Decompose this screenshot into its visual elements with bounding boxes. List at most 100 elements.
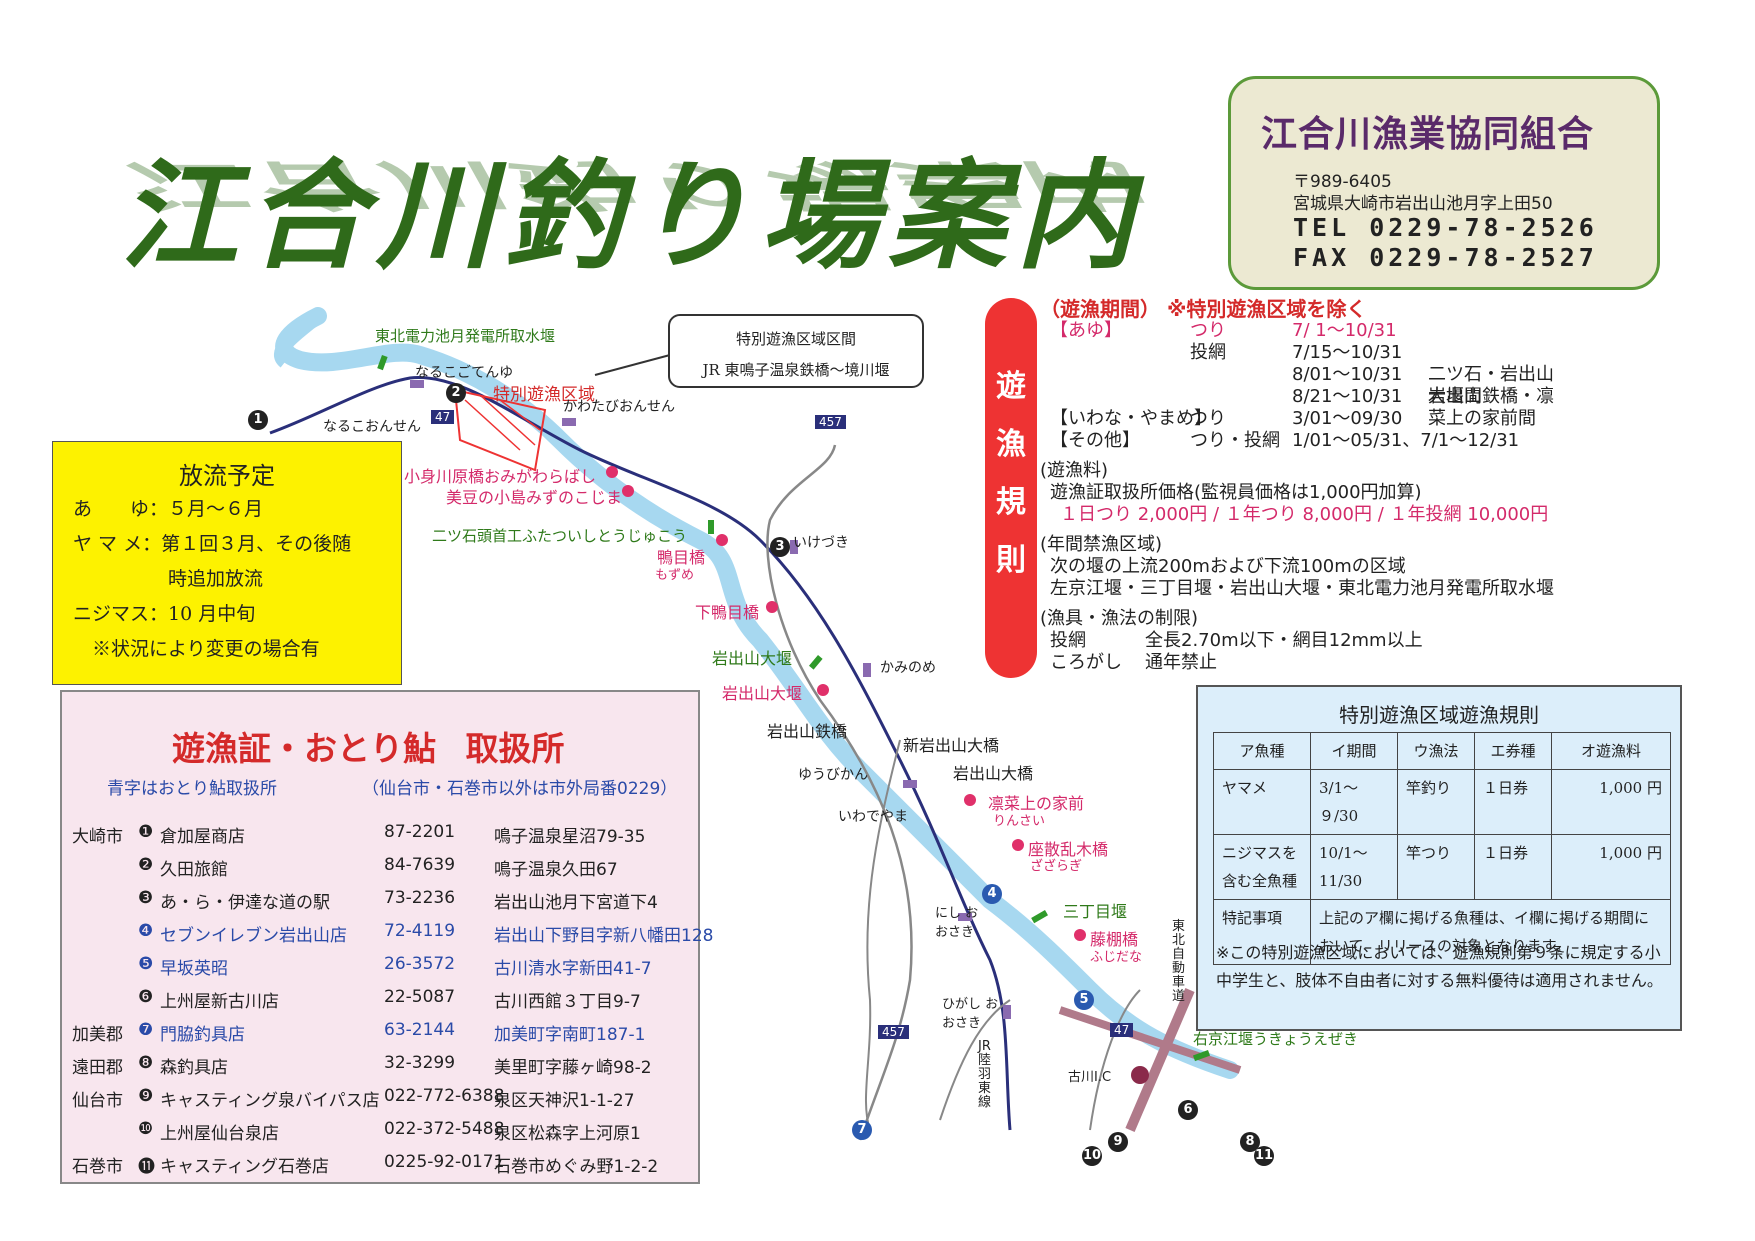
- label-narukoonsen: なるこおんせん: [323, 419, 421, 435]
- bridge-mizunokojima: [622, 485, 634, 497]
- shop-sub-left: 青字はおとり鮎取扱所: [107, 779, 277, 799]
- label-fujitana-kana: ふじだな: [1090, 950, 1143, 965]
- table-header-row: ア魚種 イ期間 ウ漁法 エ券種 オ遊漁料: [1213, 732, 1671, 770]
- shop-name: 久田旅館: [160, 860, 228, 880]
- cell-species: ニジマスを含む全魚種: [1213, 834, 1311, 900]
- shop-number: ❿: [138, 1119, 154, 1139]
- release-header: 放流予定: [179, 462, 275, 490]
- cell-period: 3/1～９/30: [1310, 769, 1398, 835]
- shop-area: 遠田郡: [72, 1058, 123, 1078]
- marker-shop-8: 8: [1240, 1132, 1260, 1152]
- station-kawatabi: [562, 418, 576, 426]
- station-narukogoten: [410, 380, 424, 388]
- table-row: 特記事項 上記のア欄に掲げる魚種は、イ欄に掲げる期間において、リリースの対象とな…: [1213, 899, 1671, 965]
- station-markers: [410, 380, 1011, 1019]
- rules-tab-char-3: 規: [996, 485, 1026, 520]
- road-sw: [939, 989, 1141, 1131]
- rules-tab-char-1: 遊: [996, 369, 1026, 404]
- special-zone-rules: 特別遊漁区域遊漁規則 ア魚種 イ期間 ウ漁法 エ券種 オ遊漁料 ヤマメ 3/1～…: [1196, 685, 1682, 1031]
- bridge-mozume: [716, 534, 728, 546]
- shop-name: キャスティング泉バイパス店: [160, 1091, 380, 1111]
- release-row-1: あ ゆ：５月～６月: [73, 498, 264, 520]
- shop-tel: 63-2144: [384, 1020, 456, 1040]
- station-kaminome: [863, 663, 871, 677]
- fee-header: (遊漁料): [1040, 460, 1109, 481]
- shop-number: ❷: [138, 855, 154, 875]
- release-schedule: 放流予定 あ ゆ：５月～６月 ヤ マ メ：第１回３月、その後随 時追加放流 ニジ…: [52, 441, 402, 685]
- marker-shop-6: 6: [1178, 1100, 1198, 1120]
- coop-info-box: 江合川漁業協同組合 〒989-6405 宮城県大崎市岩出山池月字上田50 TEL…: [1228, 76, 1660, 290]
- label-ikezuki: いけづき: [793, 535, 849, 551]
- road-457: [766, 444, 913, 1141]
- label-higashi-osaki: ひがし おおさき: [942, 997, 999, 1031]
- special-rules-table: ア魚種 イ期間 ウ漁法 エ券種 オ遊漁料 ヤマメ 3/1～９/30 竿釣り １日…: [1213, 732, 1671, 965]
- fee-line-1: 遊漁証取扱所価格(監視員価格は1,000円加算): [1050, 482, 1422, 503]
- gear-text-2: 通年禁止: [1145, 652, 1217, 673]
- shop-area: 石巻市: [72, 1157, 123, 1177]
- label-tohoku-dam: 東北電力池月発電所取水堰: [375, 327, 556, 345]
- route-47-sign-south: 47: [1110, 1023, 1134, 1037]
- ayu-note-4: 岩出山鉄橋・凛菜上の家前間: [1428, 386, 1554, 429]
- other-period: 1/01～05/31、7/1～12/31: [1292, 430, 1520, 451]
- shop-tel: 72-4119: [384, 921, 456, 941]
- bridge-shimomozume: [766, 601, 778, 613]
- label-mozume-kana: もずめ: [655, 568, 695, 583]
- col-ticket: エ券種: [1474, 732, 1552, 770]
- shop-address: 古川西館３丁目9-7: [494, 992, 641, 1012]
- label-omigawara: 小身川原橋おみがわらばし: [404, 467, 597, 486]
- marker-shop-5: 5: [1074, 990, 1094, 1010]
- shop-area: 仙台市: [72, 1091, 123, 1111]
- marker-shop-9: 9: [1108, 1132, 1128, 1152]
- shop-tel: 84-7639: [384, 855, 456, 875]
- shop-header-a: 遊漁証・おとり鮎: [172, 729, 436, 768]
- label-zasanran: 座散乱木橋: [1028, 840, 1109, 859]
- shop-tel: 0225-92-0171: [384, 1152, 505, 1172]
- label-special-area: 特別遊漁区域: [493, 385, 595, 405]
- cell-fee: 1,000 円: [1551, 769, 1671, 835]
- gear-label-2: ころがし: [1050, 652, 1122, 673]
- shop-tel: 87-2201: [384, 822, 456, 842]
- furukawa-ic-dot: [1131, 1066, 1149, 1084]
- special-header: 特別遊漁区域遊漁規則: [1339, 703, 1539, 727]
- shop-name: 早坂英昭: [160, 959, 228, 979]
- label-kawatabi: かわたびおんせん: [563, 399, 675, 415]
- label-expressway: 東北自動車道: [1172, 919, 1186, 1004]
- cell-ticket: １日券: [1474, 834, 1552, 900]
- marker-shop-7: 7: [852, 1120, 872, 1140]
- shop-header-b: 取扱所: [465, 729, 565, 768]
- label-zasanran-kana: ざざらぎ: [1030, 859, 1083, 874]
- cell-species: ヤマメ: [1213, 769, 1311, 835]
- cell-note-text: 上記のア欄に掲げる魚種は、イ欄に掲げる期間において、リリースの対象となります。: [1310, 899, 1671, 965]
- marker-shop-3: 3: [770, 537, 790, 557]
- weir-sakyoe: [1192, 1049, 1211, 1062]
- label-iwadeyama-dam-red: 岩出山大堰: [722, 684, 803, 703]
- shop-name: 上州屋仙台泉店: [160, 1124, 279, 1144]
- station-higashi-osaki: [1003, 1005, 1011, 1019]
- shop-address: 加美町字南町187-1: [494, 1025, 646, 1045]
- label-nishi-osaki: にし おおさき: [935, 906, 979, 940]
- shop-number: ❹: [138, 921, 154, 941]
- release-row-3: 時追加放流: [73, 568, 264, 590]
- ban-line-2: 左京江堰・三丁目堰・岩出山大堰・東北電力池月発電所取水堰: [1050, 578, 1554, 599]
- weir-markers: [377, 355, 1211, 1062]
- other-fish-rows: 【いわな・やまめ】 つり 3/01～09/30 【その他】 つり・投網 1/01…: [1040, 408, 1560, 452]
- ban-header: (年間禁漁区域): [1040, 534, 1163, 555]
- gear-label-1: 投網: [1050, 630, 1086, 651]
- river-path-upper: [274, 310, 323, 368]
- shop-number: ❺: [138, 954, 154, 974]
- callout-pointer: [594, 354, 671, 376]
- cell-method: 竿つり: [1397, 834, 1475, 900]
- shop-name: あ・ら・伊達な道の駅: [160, 893, 330, 913]
- ayu-note-3: 二ツ石・岩出山大堰間: [1428, 364, 1554, 407]
- label-kaminome: かみのめ: [880, 660, 936, 676]
- fee-line-2: １日つり 2,000円 / １年つり 8,000円 / １年投網 10,000円: [1060, 504, 1549, 525]
- road-west: [865, 739, 901, 1131]
- label-furukawa-ic: 古川I.C: [1068, 1070, 1112, 1085]
- bridge-markers: [606, 466, 1149, 1084]
- label-iwadeyama-dam-green: 岩出山大堰: [712, 649, 793, 668]
- other-label: 【その他】: [1050, 430, 1140, 451]
- shop-address: 泉区松森字上河原1: [494, 1124, 641, 1144]
- shop-number: ❼: [138, 1020, 154, 1040]
- iwana-period: 3/01～09/30: [1292, 408, 1403, 429]
